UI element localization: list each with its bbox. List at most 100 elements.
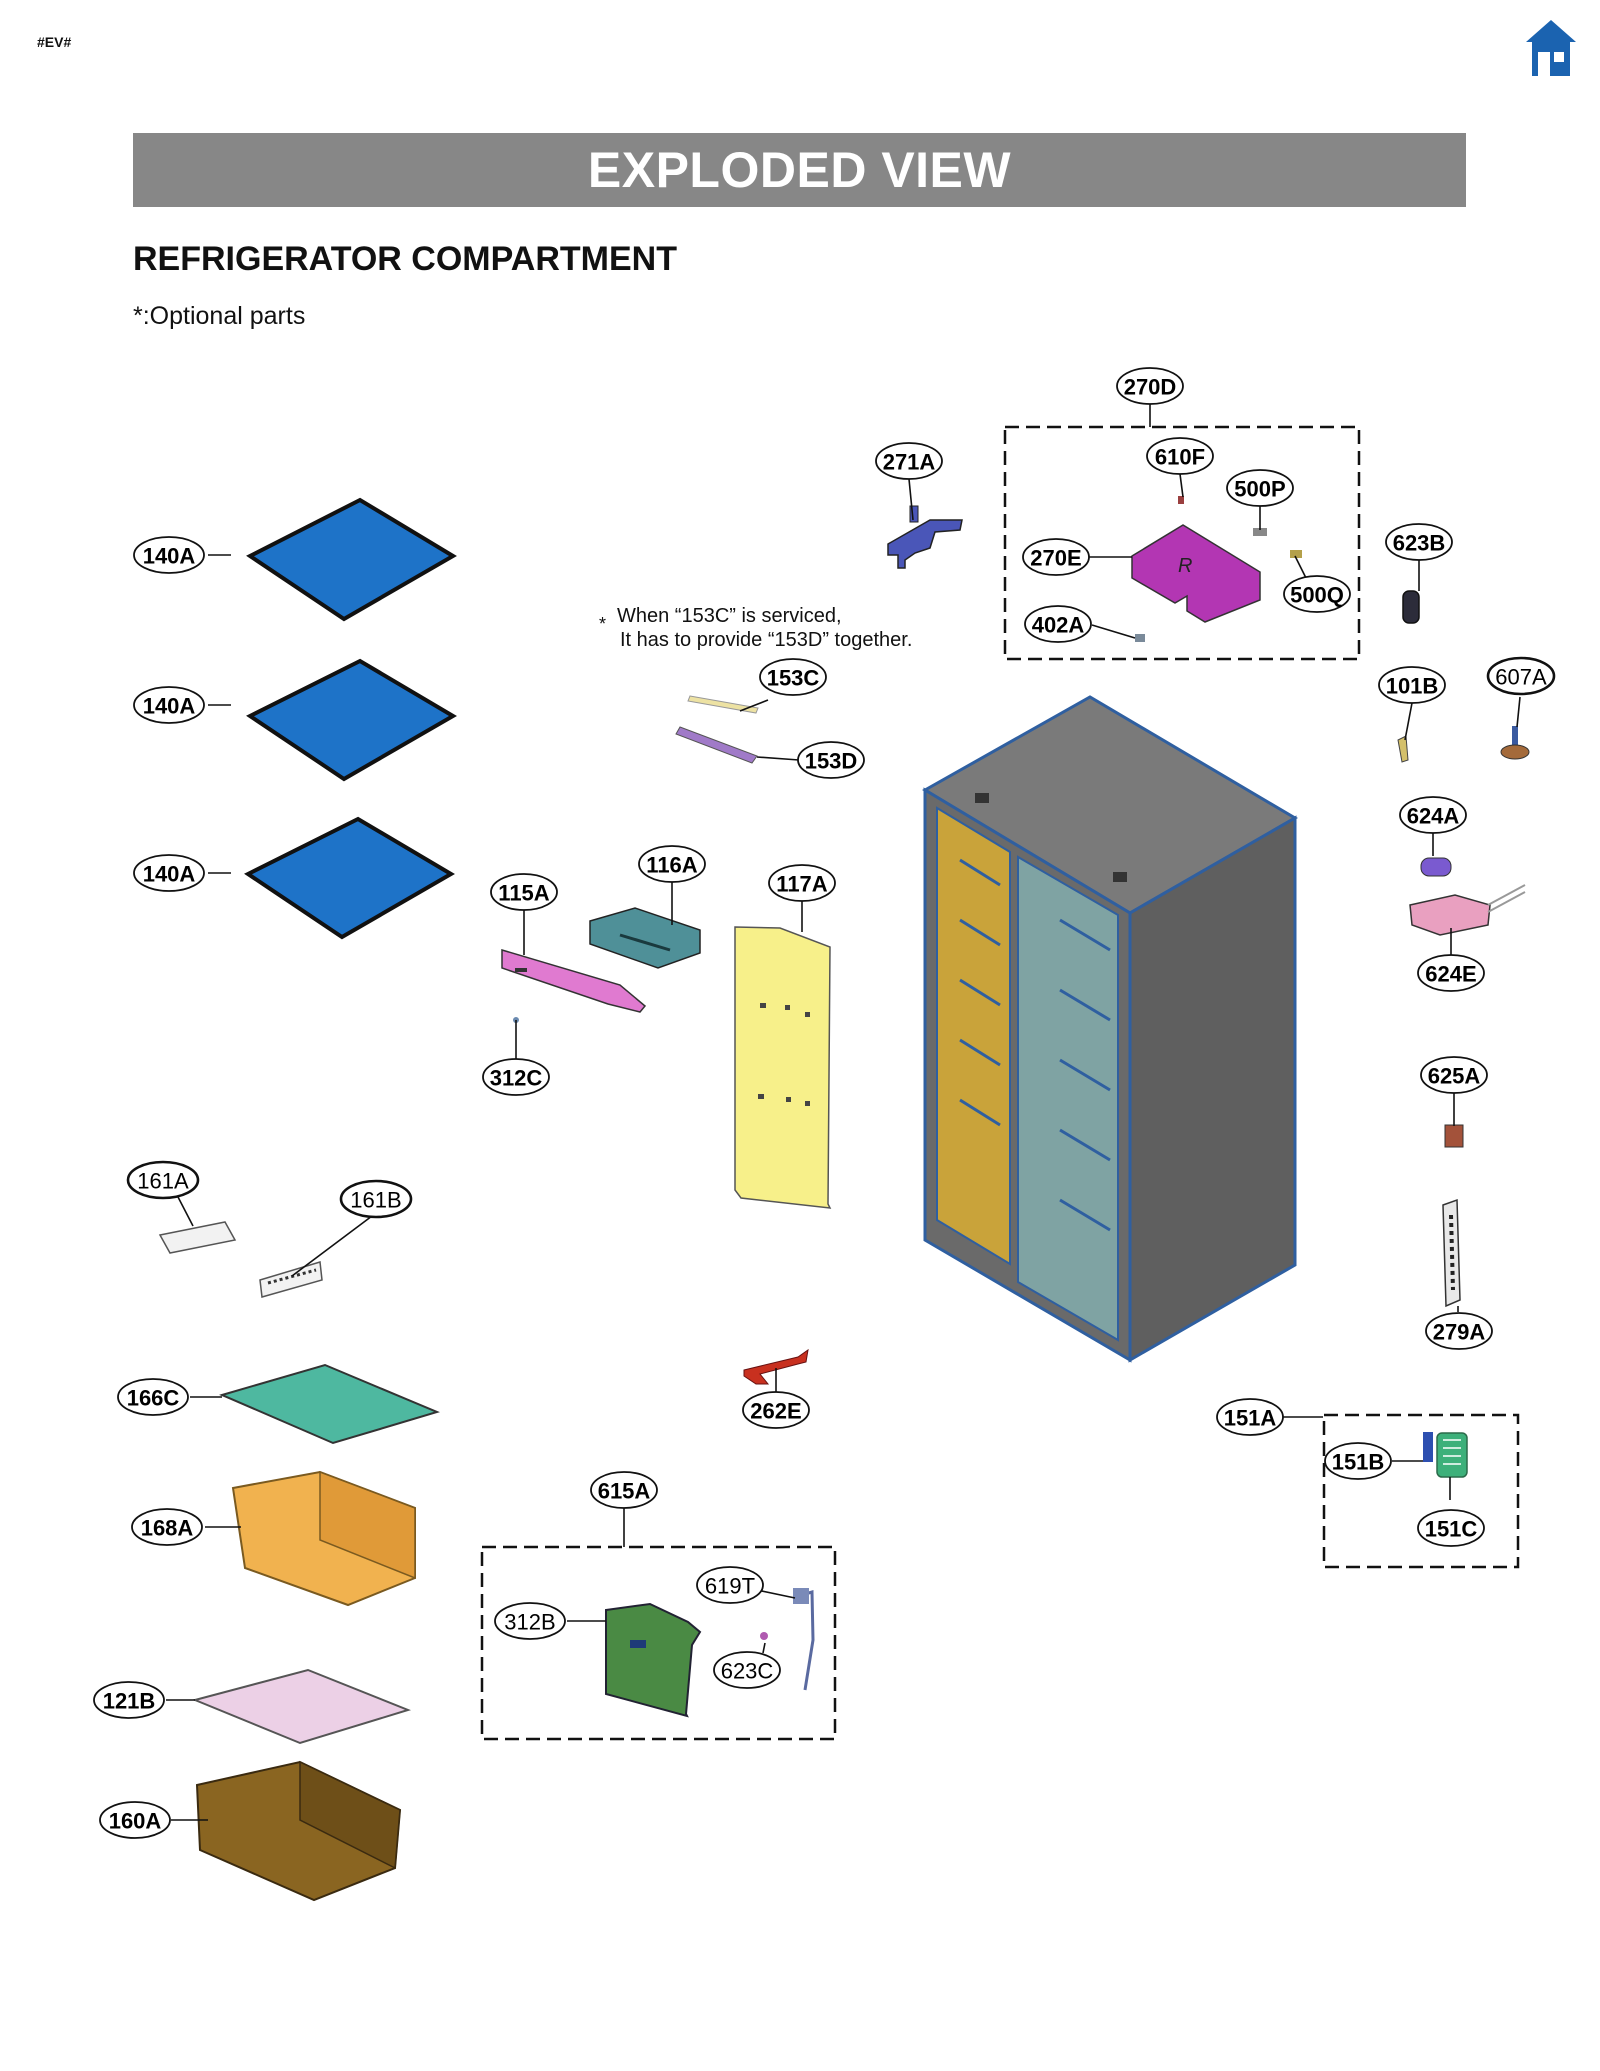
svg-text:R: R [1178, 555, 1192, 577]
part-624E [1409, 884, 1526, 936]
wrench-262E [743, 1348, 809, 1385]
label-262E: 262E [750, 1399, 801, 1424]
label-607A: 607A [1495, 665, 1547, 690]
page-title: EXPLODED VIEW [587, 142, 1012, 198]
duct-116A [589, 907, 701, 969]
part-623C [760, 1632, 768, 1640]
part-624A [1420, 857, 1452, 877]
glass-shelf-140A [246, 497, 457, 622]
home-icon[interactable] [1524, 18, 1578, 78]
label-115A: 115A [498, 881, 549, 906]
callout-312B [494, 1602, 566, 1640]
crisper-cover-121B [191, 1668, 412, 1745]
callout-116A [638, 845, 706, 883]
callout-624E [1417, 954, 1485, 992]
label-312C: 312C [490, 1066, 543, 1091]
label-402A: 402A [1032, 613, 1085, 638]
callout-161A [126, 1160, 200, 1200]
callout-151B [1324, 1442, 1392, 1480]
label-610F: 610F [1155, 445, 1205, 470]
note-line-2: It has to provide “153D” together. [620, 629, 913, 651]
callout-168A [131, 1508, 203, 1546]
callout-610F [1146, 437, 1214, 475]
glass-shelf-140A [244, 816, 455, 940]
glass-shelf-140A [246, 658, 457, 782]
callout-607A [1486, 656, 1556, 696]
part-161A [158, 1221, 237, 1254]
callout-140A [133, 686, 205, 724]
part-153D [675, 726, 758, 764]
part-402A [1135, 634, 1145, 642]
callout-151A [1216, 1398, 1284, 1436]
part-500Q [1290, 550, 1302, 558]
label-270E: 270E [1030, 546, 1081, 571]
label-615A: 615A [598, 1479, 651, 1504]
callout-117A [768, 864, 836, 902]
label-151B: 151B [1332, 1450, 1385, 1475]
label-279A: 279A [1433, 1320, 1486, 1345]
label-271A: 271A [883, 450, 936, 475]
callout-153C [759, 658, 827, 696]
panel-117A [734, 926, 832, 1209]
part-153C [687, 695, 759, 714]
part-500P [1253, 528, 1267, 536]
label-151C: 151C [1425, 1517, 1478, 1542]
part-610F [1178, 496, 1184, 504]
callout-271A [875, 442, 943, 480]
callout-500Q [1283, 575, 1351, 613]
part-101B [1397, 735, 1409, 763]
leveling-foot-607A [1500, 726, 1530, 760]
wire-619T [793, 1588, 815, 1691]
label-624A: 624A [1407, 804, 1460, 829]
callout-312C [482, 1058, 550, 1096]
hinge-271A [887, 505, 963, 569]
group-box-151A [1322, 1413, 1520, 1569]
callout-262E [742, 1391, 810, 1429]
part-151C [1436, 1432, 1468, 1478]
callout-115A [490, 873, 558, 911]
part-625A [1444, 1124, 1464, 1148]
label-624E: 624E [1425, 962, 1476, 987]
callout-140A [133, 536, 205, 574]
cover-270E: R [1131, 524, 1261, 623]
label-153C: 153C [767, 666, 820, 691]
callout-279A [1425, 1312, 1493, 1350]
callout-151C [1417, 1509, 1485, 1547]
callout-153D [797, 741, 865, 779]
label-140A: 140A [143, 544, 196, 569]
callout-615A [590, 1471, 658, 1509]
label-500P: 500P [1234, 477, 1285, 502]
optional-parts-note: *:Optional parts [133, 302, 306, 330]
group-box-615A [480, 1545, 837, 1741]
lamp-279A [1442, 1198, 1461, 1308]
label-116A: 116A [646, 853, 697, 878]
label-121B: 121B [103, 1689, 156, 1714]
group-box-270D [1003, 425, 1361, 661]
callout-623C [713, 1651, 781, 1689]
callout-624A [1399, 796, 1467, 834]
callout-161B [339, 1179, 413, 1219]
drawer-168A [231, 1470, 416, 1607]
part-151B [1423, 1432, 1433, 1462]
label-168A: 168A [141, 1516, 194, 1541]
label-270D: 270D [1124, 375, 1177, 400]
label-101B: 101B [1386, 674, 1439, 699]
label-625A: 625A [1428, 1064, 1481, 1089]
label-151A: 151A [1224, 1406, 1277, 1431]
label-161A: 161A [137, 1169, 189, 1194]
pcb-312B [605, 1602, 702, 1718]
cover-115A [501, 948, 647, 1013]
callout-140A [133, 854, 205, 892]
callout-270E [1022, 538, 1090, 576]
label-117A: 117A [776, 872, 827, 897]
section-title: REFRIGERATOR COMPARTMENT [133, 240, 677, 278]
label-161B: 161B [350, 1188, 401, 1213]
label-160A: 160A [109, 1809, 162, 1834]
label-140A: 140A [143, 862, 196, 887]
drawer-160A [195, 1760, 402, 1902]
callout-121B [93, 1681, 165, 1719]
label-500Q: 500Q [1290, 583, 1344, 608]
part-161B [259, 1261, 323, 1298]
label-623B: 623B [1393, 531, 1446, 556]
callout-625A [1420, 1056, 1488, 1094]
